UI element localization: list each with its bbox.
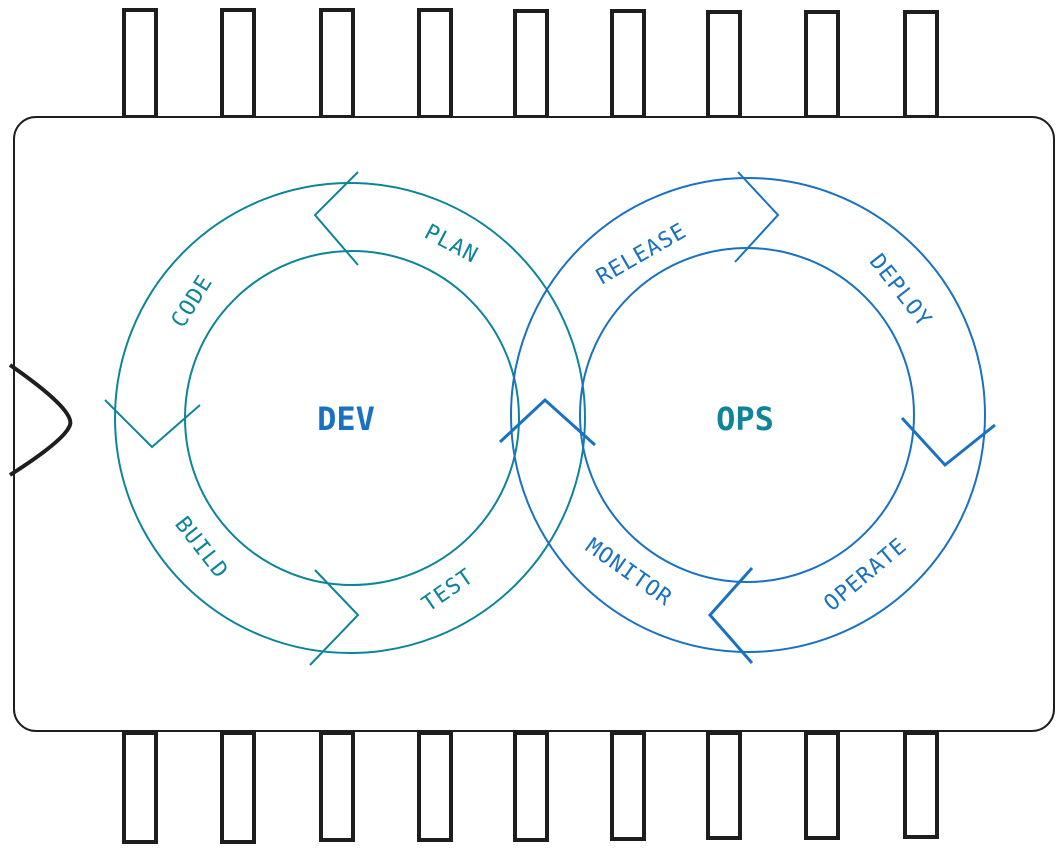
chip-body — [13, 116, 1055, 732]
pin — [610, 731, 646, 841]
pin — [513, 731, 549, 842]
arrow-chevron — [309, 569, 360, 666]
dev-ring — [104, 171, 586, 666]
arrow-chevron — [707, 567, 754, 664]
chip-notch — [8, 363, 73, 477]
chip-pins-bottom — [122, 731, 939, 844]
arrow-chevron — [734, 171, 780, 263]
pin — [220, 8, 256, 119]
pin — [220, 731, 256, 844]
pin — [903, 10, 939, 119]
pin — [417, 731, 453, 842]
ops-ring — [498, 171, 996, 664]
pin — [804, 731, 840, 840]
arrow-chevron — [498, 397, 597, 447]
dev-label: DEV — [317, 400, 375, 438]
pin — [903, 731, 939, 839]
ops-outer-circle — [510, 177, 986, 653]
pin — [319, 8, 355, 119]
pin — [610, 9, 646, 119]
ops-label: OPS — [716, 400, 774, 438]
pin — [122, 8, 158, 119]
chip-pins-top — [122, 8, 939, 119]
pin — [706, 731, 742, 840]
pin — [513, 9, 549, 119]
pin — [804, 10, 840, 119]
arrow-chevron — [104, 399, 201, 449]
arrow-chevron — [900, 416, 996, 468]
dev-outer-circle — [114, 182, 586, 654]
arrow-chevron — [313, 171, 359, 266]
pin — [706, 10, 742, 119]
pin — [319, 731, 355, 842]
pin — [122, 731, 158, 844]
pin — [417, 8, 453, 119]
